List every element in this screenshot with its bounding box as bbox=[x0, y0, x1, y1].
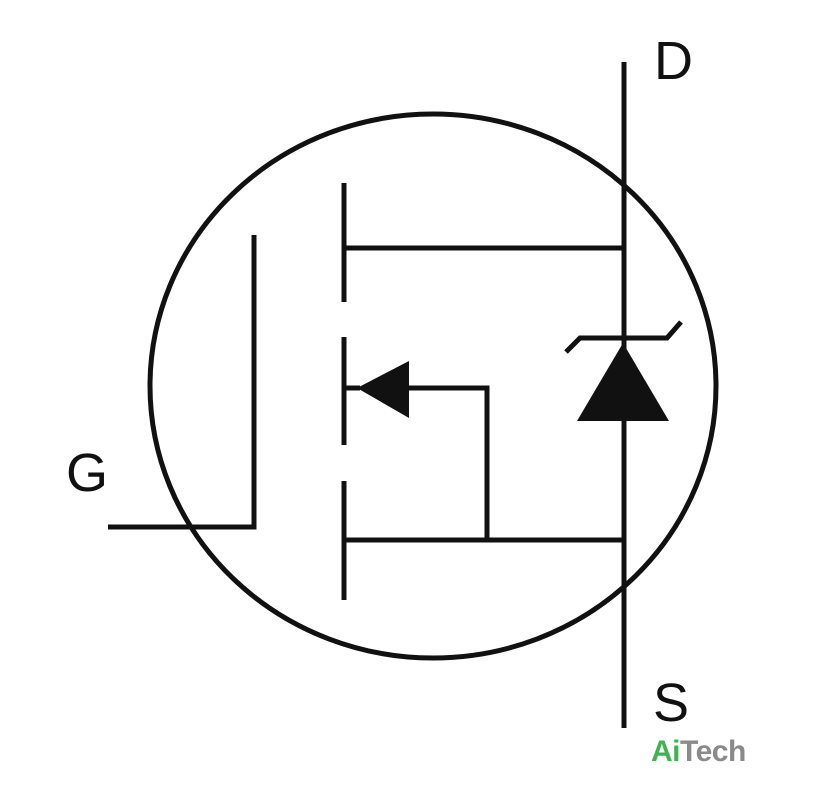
body-connection bbox=[405, 385, 490, 540]
watermark-ai: Ai bbox=[651, 735, 681, 768]
gate-label: G bbox=[66, 443, 109, 503]
drain-label: D bbox=[654, 31, 693, 91]
source-label: S bbox=[653, 673, 690, 733]
zener-diode-triangle bbox=[577, 343, 669, 421]
zener-cathode-bar bbox=[564, 320, 683, 354]
gate-lead bbox=[108, 235, 257, 530]
aitech-watermark: AiTech bbox=[651, 737, 746, 767]
body-diode-arrow bbox=[357, 361, 409, 418]
package-circle bbox=[147, 111, 719, 661]
watermark-tech: Tech bbox=[680, 735, 746, 768]
